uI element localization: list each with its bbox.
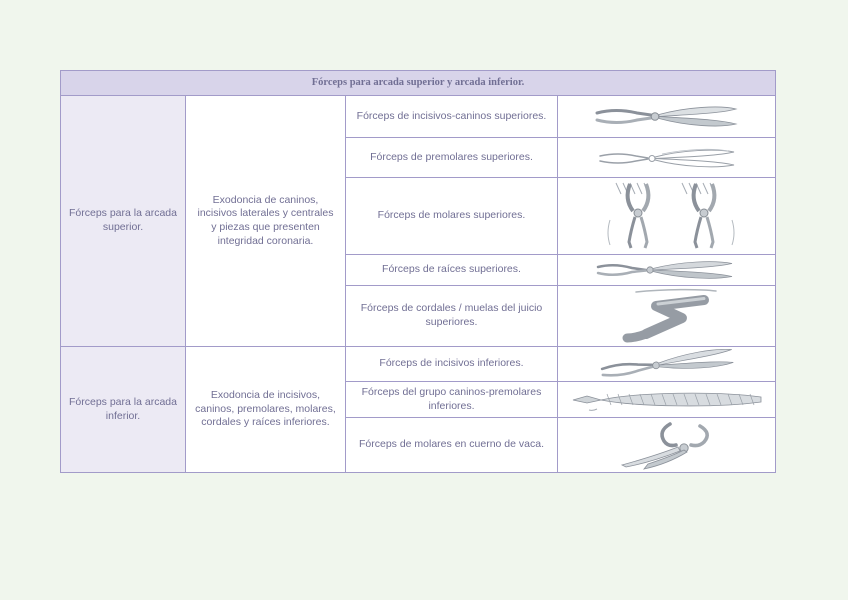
- cow-horn-forceps-image: [620, 422, 709, 470]
- label-incisivos-caninos-superiores: Fórceps de incisivos-caninos superiores.: [345, 95, 558, 138]
- label-cordales-superiores: Fórceps de cordales / muelas del juicio …: [345, 285, 558, 347]
- description-arcada-inferior: Exodoncia de incisivos, caninos, premola…: [185, 346, 346, 473]
- paired-vertical-forceps-image: [607, 182, 735, 249]
- image-cell-incisivos-inferiores: [557, 346, 776, 382]
- label-incisivos-inferiores: Fórceps de incisivos inferiores.: [345, 346, 558, 382]
- label-molares-cuerno-de-vaca: Fórceps de molares en cuerno de vaca.: [345, 417, 558, 473]
- straight-forceps-image: [595, 106, 738, 126]
- category-arcada-superior: Fórceps para la arcada superior.: [60, 95, 186, 347]
- image-cell-caninos-premolares-inferiores: [557, 381, 776, 418]
- image-cell-raices-superiores: [557, 254, 776, 286]
- table-title: Fórceps para arcada superior y arcada in…: [60, 70, 776, 96]
- angled-forceps-image: [600, 349, 733, 377]
- image-cell-cordales-superiores: [557, 285, 776, 347]
- root-forceps-image: [596, 261, 732, 279]
- image-cell-incisivos-caninos-superiores: [557, 95, 776, 138]
- image-cell-premolares-superiores: [557, 137, 776, 178]
- forceps-table: Fórceps para arcada superior y arcada in…: [60, 70, 776, 473]
- sketch-forceps-image: [598, 148, 734, 167]
- image-cell-molares-cuerno-de-vaca: [557, 417, 776, 473]
- label-molares-superiores: Fórceps de molares superiores.: [345, 177, 558, 255]
- serrated-handle-forceps-image: [572, 392, 761, 411]
- label-caninos-premolares-inferiores: Fórceps del grupo caninos-premolares inf…: [345, 381, 558, 418]
- bayonet-forceps-image: [622, 288, 717, 343]
- label-raices-superiores: Fórceps de raíces superiores.: [345, 254, 558, 286]
- label-premolares-superiores: Fórceps de premolares superiores.: [345, 137, 558, 178]
- description-arcada-superior: Exodoncia de caninos, incisivos laterale…: [185, 95, 346, 347]
- image-cell-molares-superiores: [557, 177, 776, 255]
- forceps-table-container: Fórceps para arcada superior y arcada in…: [60, 70, 776, 473]
- category-arcada-inferior: Fórceps para la arcada inferior.: [60, 346, 186, 473]
